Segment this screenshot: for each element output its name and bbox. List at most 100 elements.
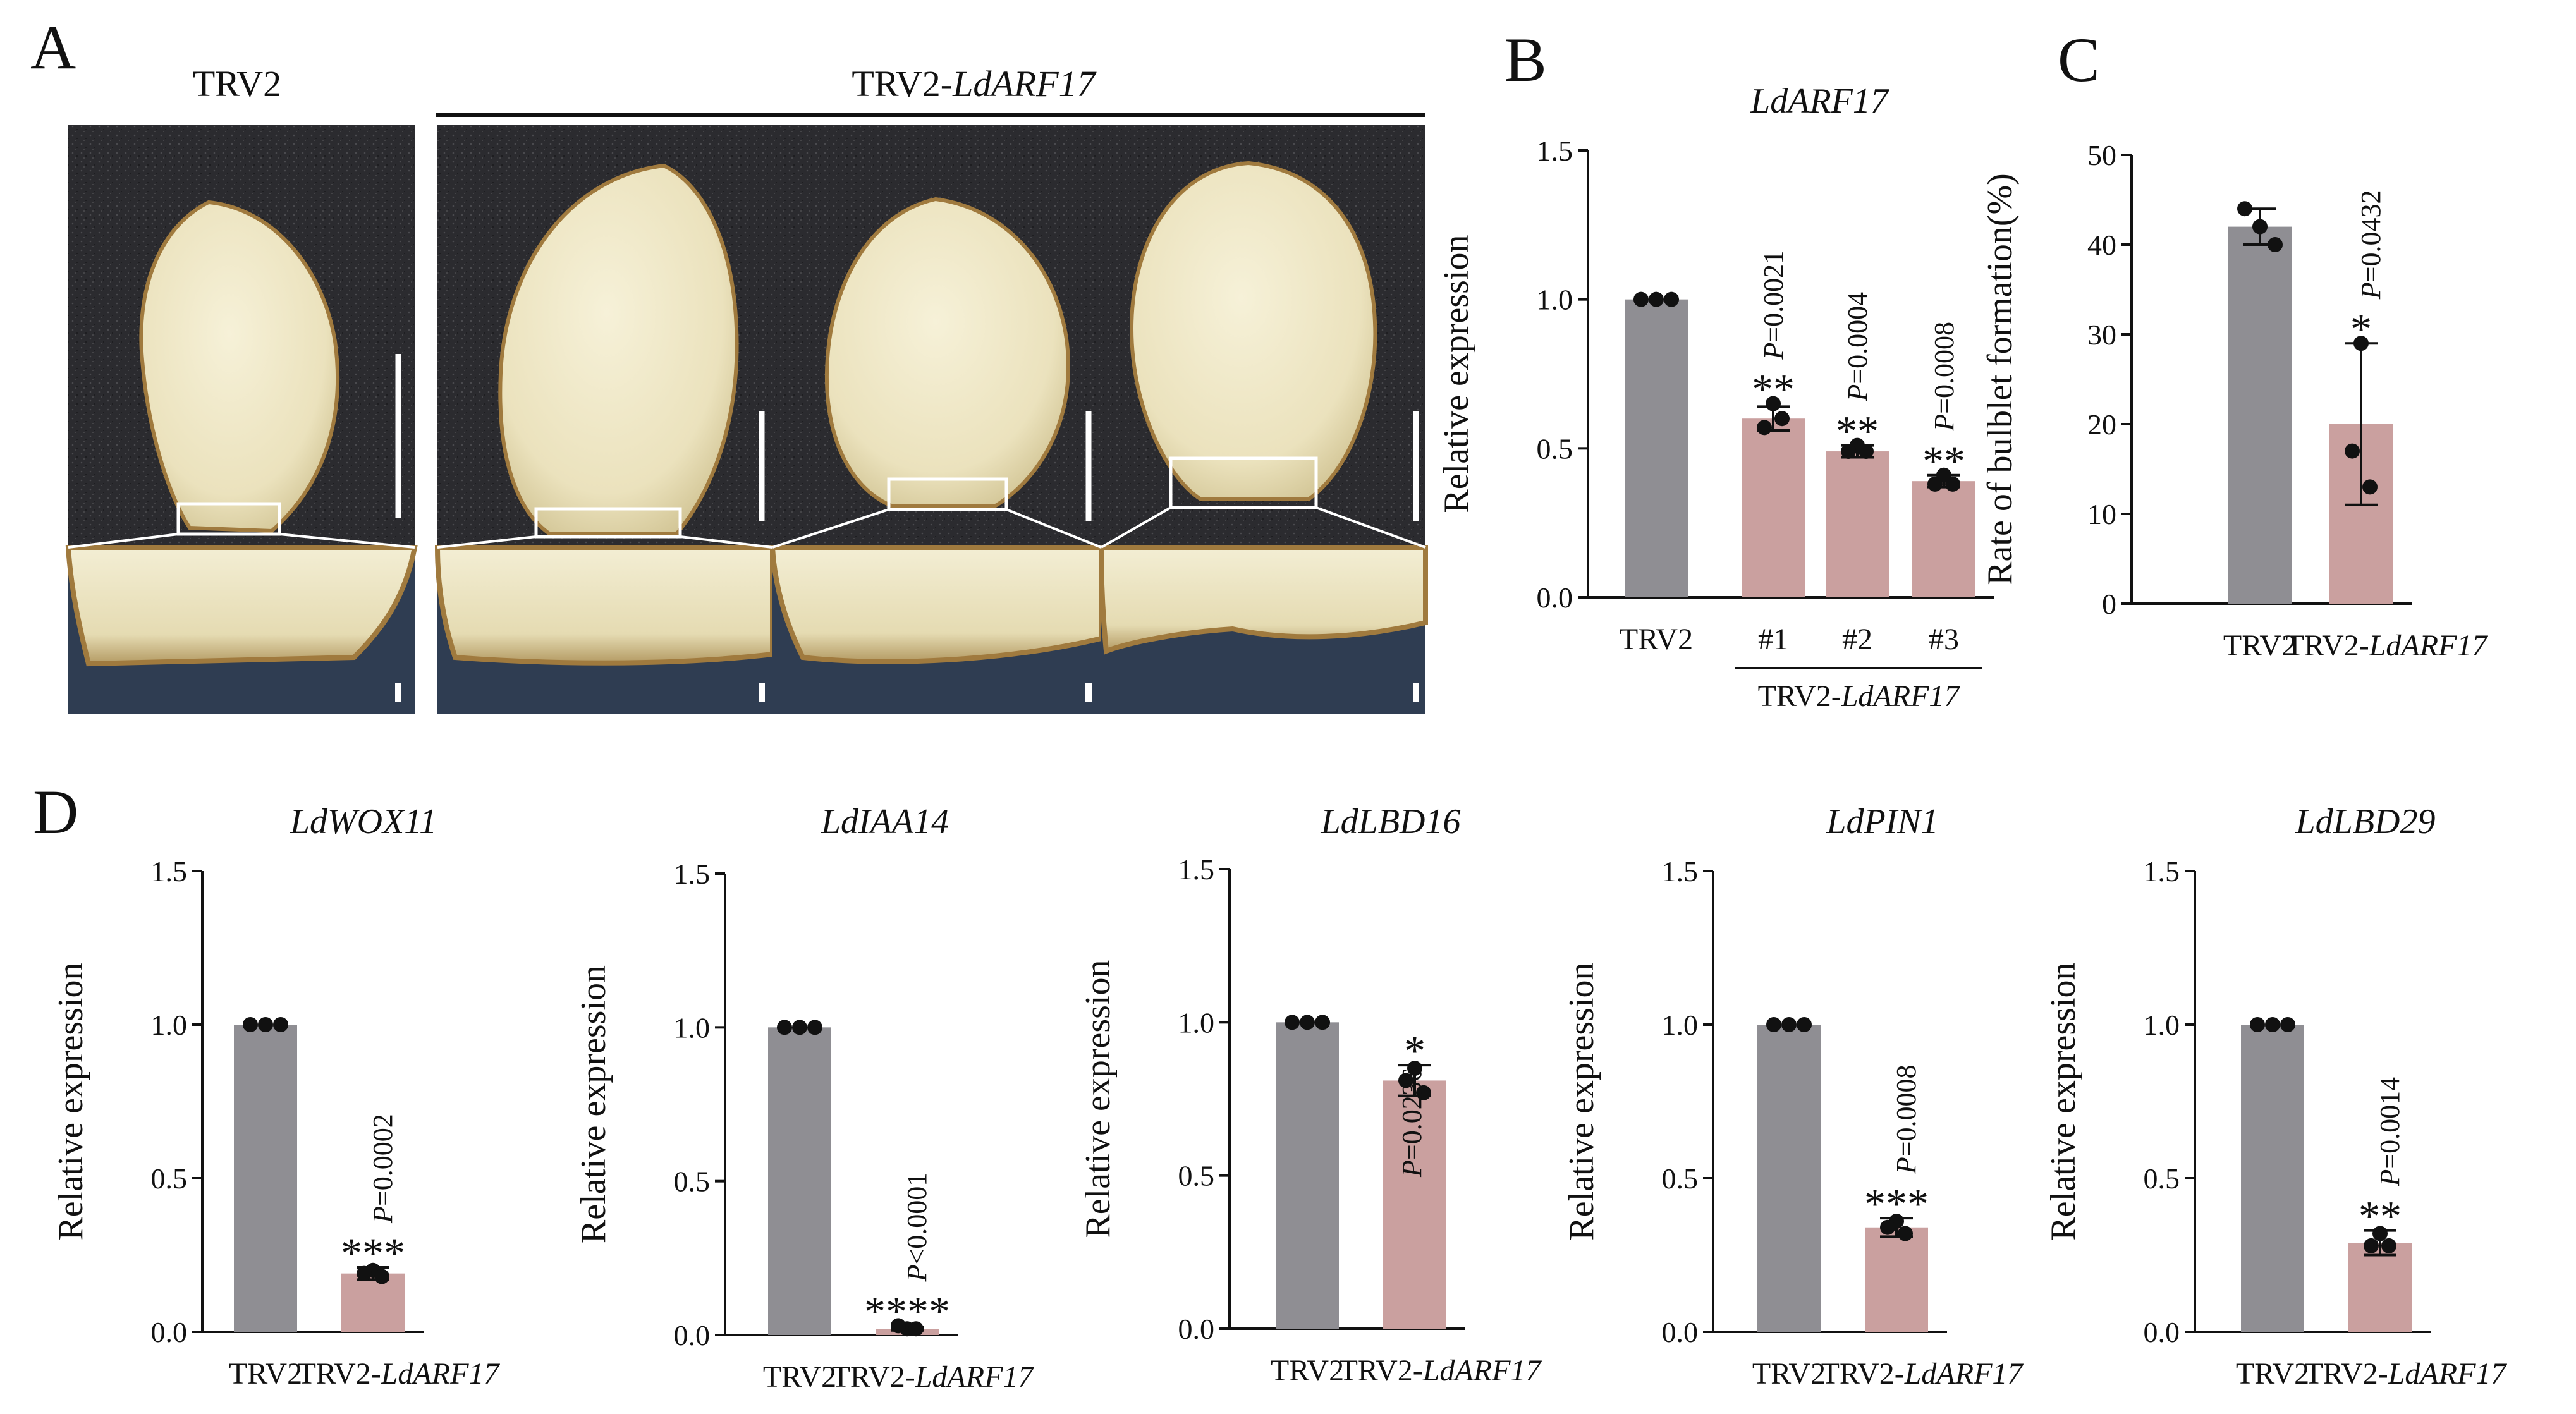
connector [772,508,889,549]
data-point [2250,1017,2265,1032]
x-tick-label: TRV2 [229,1357,302,1391]
chart-title: LdIAA14 [821,802,949,841]
y-axis-label: Relative expression [51,962,90,1240]
data-point [1841,444,1856,460]
x-tick-label: TRV2-LdARF17 [2305,1357,2508,1391]
bar [2348,1243,2412,1332]
y-tick-label: 10 [2087,498,2116,530]
p-value: P=0.0008 [1891,1064,1922,1174]
zoom-silenced-2-tissue [769,545,1104,664]
y-tick-label: 40 [2087,229,2116,261]
connector [1315,506,1426,549]
inset-box-silenced-3 [1169,456,1318,509]
y-tick-label: 0.0 [1537,582,1573,614]
data-point [1797,1017,1812,1032]
data-point [1898,1226,1913,1241]
zoom-silenced-1-tissue [434,545,775,666]
data-point [1927,476,1943,492]
data-point [2252,219,2268,235]
data-point [1300,1015,1315,1030]
y-axis-label: Relative expression [1562,962,1601,1240]
significance-mark: ** [1922,437,1965,485]
data-point [243,1017,258,1032]
x-tick-label: TRV2 [1752,1357,1826,1391]
y-tick-label: 1.0 [1662,1009,1699,1041]
photo-label-silenced: TRV2-LdARF17 [852,63,1096,104]
y-tick-label: 1.5 [674,858,711,890]
data-point [807,1020,822,1035]
data-point [2268,237,2283,252]
y-tick-label: 1.5 [2144,855,2180,887]
x-tick-label: TRV2 [1271,1354,1344,1387]
bar [1742,418,1805,597]
x-tick-label: TRV2-LdARF17 [2286,629,2489,662]
y-tick-label: 20 [2087,408,2116,441]
connector [680,535,773,549]
bar [2241,1025,2304,1332]
data-point [1315,1015,1330,1030]
y-tick-label: 0.0 [1178,1313,1215,1345]
significance-mark: ** [1836,407,1879,455]
p-value: P=0.0014 [2374,1077,2405,1187]
p-value: P=0.0236 [1396,1068,1427,1178]
y-tick-label: 0.5 [151,1162,188,1195]
connector [437,535,537,549]
y-axis-label: Relative expression [1437,235,1476,513]
y-tick-label: 1.5 [1537,135,1573,167]
significance-mark: *** [341,1229,405,1277]
connector [279,533,415,549]
data-point [374,1269,389,1284]
bar [1383,1080,1446,1329]
data-point [1407,1061,1422,1076]
data-point [1285,1015,1300,1030]
y-tick-label: 1.5 [151,855,188,887]
data-point [2237,201,2252,217]
p-value: P=0.0021 [1758,250,1789,360]
data-point [1766,396,1781,411]
bulb-scale-photos: TRV2 TRV2-LdARF17 [65,63,1428,714]
bar [1826,451,1889,597]
data-point [1664,291,1679,307]
panel-label-d: D [33,777,78,847]
y-axis-label: Rate of bulblet formation(%) [1981,173,2020,585]
data-point [1859,444,1874,460]
p-value: P<0.0001 [901,1173,932,1283]
inset-box-silenced-1 [534,507,682,539]
x-tick-label: TRV2-LdARF17 [1821,1357,2024,1391]
chart-title: LdLBD29 [2295,802,2436,841]
inset-box-control [176,502,281,536]
significance-mark: ** [1752,365,1795,413]
panel-label-b: B [1505,25,1547,95]
bulb-scale-control [139,200,340,533]
y-tick-label: 1.5 [1178,853,1215,886]
y-tick-label: 0.0 [674,1319,711,1351]
data-point [1774,411,1790,427]
y-tick-label: 1.0 [674,1011,711,1044]
x-tick-label: #1 [1758,623,1788,656]
y-tick-label: 0.5 [1178,1160,1215,1192]
bar [234,1025,297,1332]
y-tick-label: 0.0 [2144,1316,2180,1348]
chart-title: LdPIN1 [1826,802,1938,841]
data-point [357,1265,372,1281]
data-point [1945,476,1960,492]
panel-label-a: A [30,12,76,82]
bar [768,1027,831,1335]
y-tick-label: 0.0 [151,1316,188,1348]
data-point [2372,1226,2388,1241]
data-point [2265,1017,2280,1032]
bulb-scale-silenced-1 [498,163,739,536]
chart-title: LdARF17 [1750,82,1889,121]
y-tick-label: 0.5 [674,1166,711,1198]
data-point [1757,420,1772,436]
x-tick-label: TRV2 [2236,1357,2309,1391]
significance-mark: * [2350,305,2372,353]
data-point [2362,479,2378,495]
significance-mark: ** [2359,1192,2402,1240]
data-point [792,1020,807,1035]
